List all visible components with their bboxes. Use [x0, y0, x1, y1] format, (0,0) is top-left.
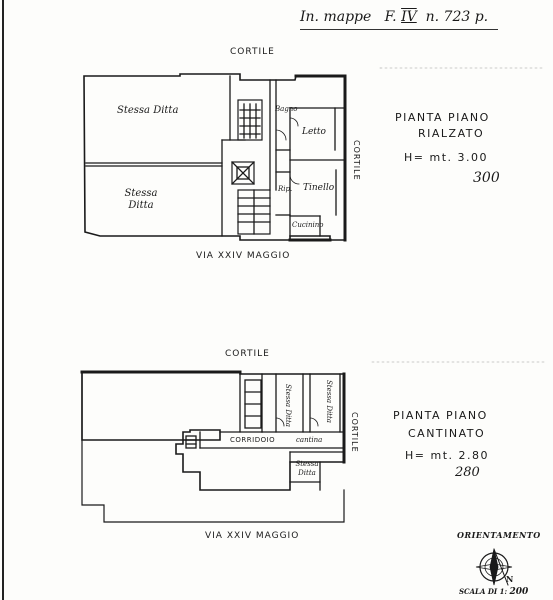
- upper-side-street: CORTILE: [352, 140, 361, 181]
- lower-height: H= mt. 2.80: [405, 450, 489, 461]
- lower-top-street: CORTILE: [225, 349, 270, 359]
- upper-room-cucinino: Cucinino: [292, 221, 324, 229]
- scale-label: SCALA DI 1: 200: [459, 588, 528, 597]
- upper-room-tinello: Tinello: [303, 183, 335, 193]
- scale-value: 200: [509, 587, 529, 597]
- lower-bottom-street: VIA XXIV MAGGIO: [205, 531, 300, 541]
- header-prefix: In. mappe: [300, 9, 372, 25]
- lower-room-stessa-a: Stessa Ditta: [284, 384, 292, 427]
- lower-room-stessa-c: Stessa Ditta: [295, 460, 319, 477]
- compass-north-letter: N: [506, 574, 514, 584]
- lower-side-street: CORTILE: [350, 412, 359, 453]
- upper-room-left-bottom: Stessa Ditta: [124, 188, 158, 211]
- upper-height-value: 3.00: [457, 151, 489, 164]
- header-underline: [300, 29, 498, 30]
- upper-title-line2: RIALZATO: [418, 127, 485, 140]
- lower-title-line1: PIANTA PIANO: [393, 409, 488, 422]
- scale-prefix: SCALA DI 1:: [459, 587, 508, 596]
- header-particle-number: 723 p.: [443, 9, 489, 25]
- upper-room-bagno: Bagno: [275, 105, 298, 113]
- upper-title-line1: PIANTA PIANO: [395, 111, 490, 124]
- lower-plan-walls: [185, 371, 345, 491]
- dotted-guides: [371, 67, 546, 363]
- upper-plan-outline: [83, 73, 346, 241]
- upper-top-street: CORTILE: [230, 47, 275, 57]
- upper-room-letto: Letto: [302, 127, 326, 137]
- cadastral-header: In. mappe F. IV n. 723 p.: [300, 10, 488, 24]
- upper-bottom-street: VIA XXIV MAGGIO: [196, 251, 291, 261]
- upper-plan-walls: [85, 75, 346, 237]
- compass-title: ORIENTAMENTO: [457, 530, 541, 540]
- upper-height: H= mt. 3.00: [404, 152, 488, 163]
- lower-height-value: 2.80: [458, 449, 490, 462]
- upper-room-rip: Rip.: [278, 185, 293, 193]
- sheet-border: [2, 0, 4, 600]
- lower-room-stessa-b: Stessa Ditta: [325, 380, 333, 423]
- header-particle-label: n.: [425, 9, 440, 25]
- compass-rose: [475, 548, 513, 586]
- lower-height-handwritten: 280: [455, 465, 480, 480]
- upper-height-handwritten: 300: [473, 170, 500, 186]
- lower-height-label: H= mt.: [405, 449, 454, 462]
- upper-room-left-top: Stessa Ditta: [117, 105, 179, 116]
- lower-title-line2: CANTINATO: [408, 427, 486, 440]
- lower-room-cantina: cantina: [296, 436, 323, 444]
- upper-plan-thick-walls: [288, 74, 347, 242]
- lower-plan-outline: [81, 371, 345, 523]
- lower-room-corridoio: CORRIDOIO: [230, 436, 276, 444]
- upper-height-label: H= mt.: [404, 151, 453, 164]
- header-folio-number: IV: [401, 9, 417, 25]
- lower-plan-thick-walls: [80, 370, 346, 464]
- header-folio-label: F.: [384, 9, 397, 25]
